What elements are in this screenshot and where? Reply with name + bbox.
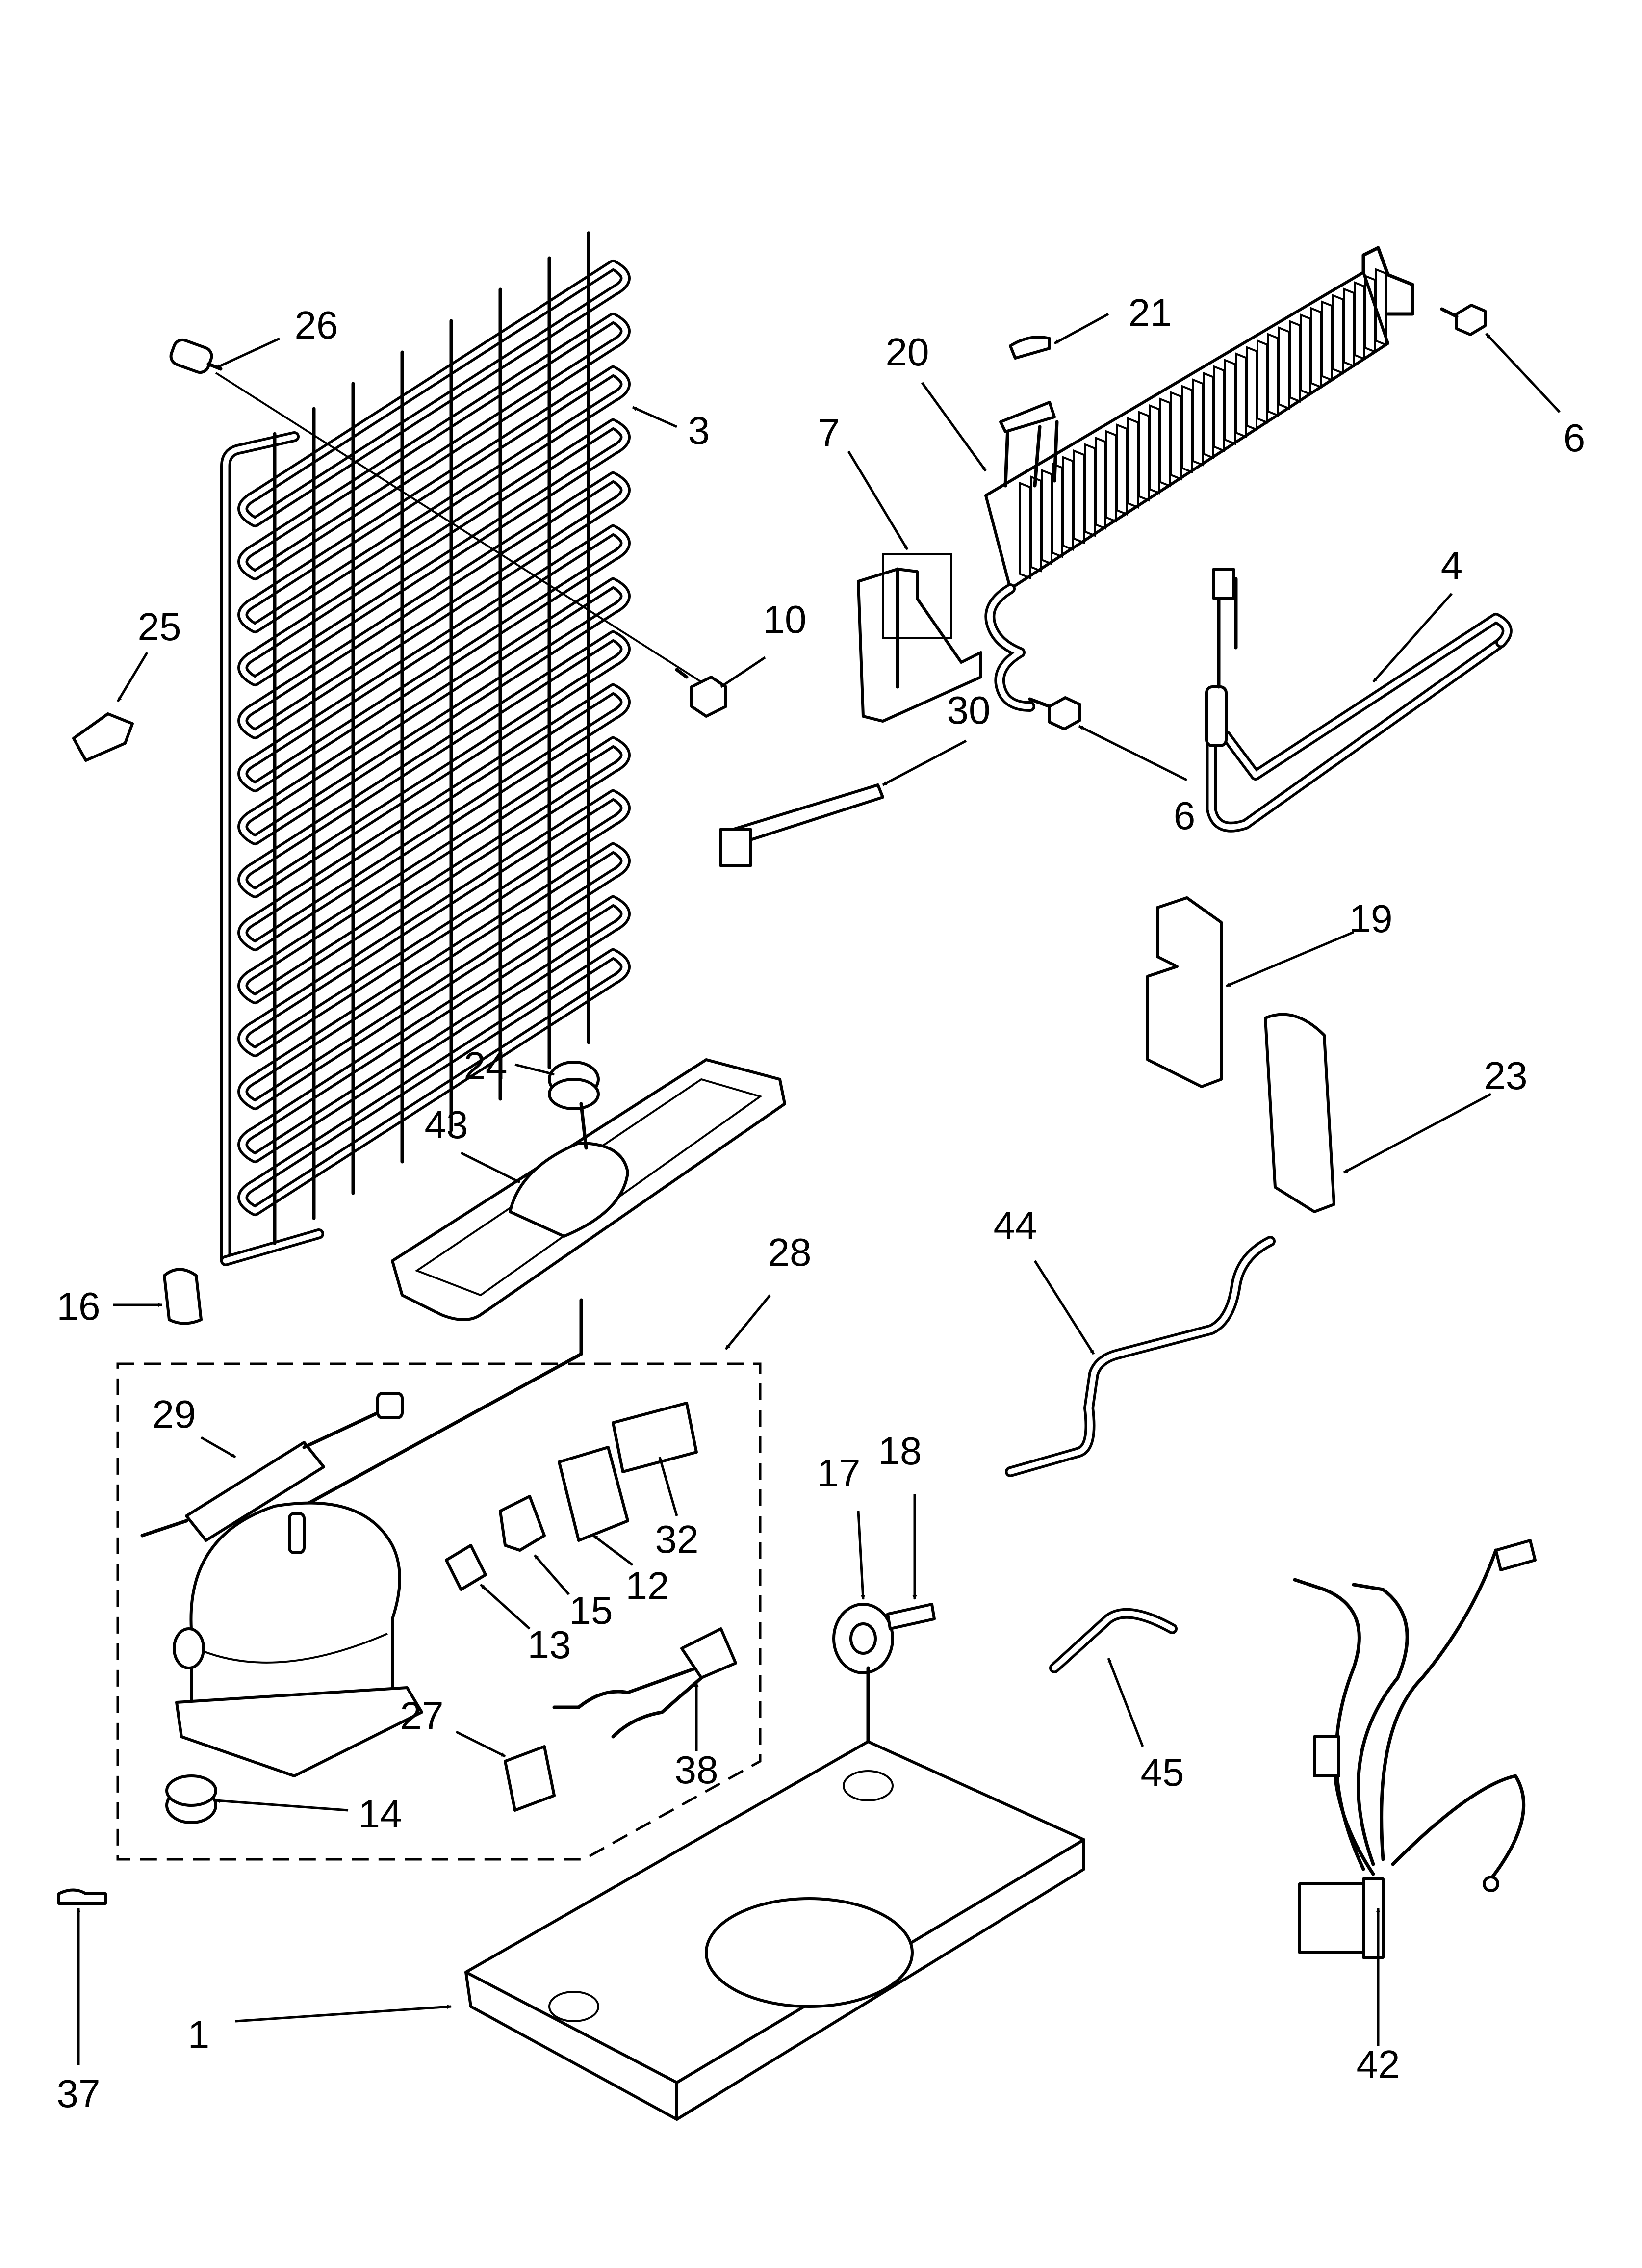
callout-30: 30 bbox=[947, 688, 991, 732]
callout-7: 7 bbox=[818, 411, 840, 455]
callout-4: 4 bbox=[1441, 544, 1463, 587]
wire-harness bbox=[1293, 1539, 1537, 1959]
callout-6a: 6 bbox=[1564, 416, 1586, 460]
callout-6b: 6 bbox=[1174, 794, 1196, 837]
cable-tie bbox=[719, 783, 884, 867]
clip-37 bbox=[57, 1888, 107, 1905]
defrost-heater bbox=[1205, 568, 1513, 833]
callout-16: 16 bbox=[57, 1284, 101, 1328]
screw-26 bbox=[169, 338, 223, 374]
callout-21: 21 bbox=[1129, 291, 1172, 335]
callout-12: 12 bbox=[626, 1564, 669, 1608]
drain-pan bbox=[391, 1058, 786, 1321]
compressor bbox=[173, 1501, 423, 1777]
callout-27: 27 bbox=[400, 1694, 444, 1738]
callout-20: 20 bbox=[886, 330, 929, 374]
condenser-coil bbox=[220, 231, 631, 1266]
base-plate bbox=[464, 1740, 1085, 2121]
callout-23: 23 bbox=[1484, 1054, 1528, 1097]
leader-arrows bbox=[76, 313, 1561, 2065]
callout-45: 45 bbox=[1141, 1750, 1184, 1794]
clip-25 bbox=[72, 712, 134, 762]
foam-block-23 bbox=[1264, 1013, 1335, 1213]
callout-24: 24 bbox=[464, 1044, 508, 1088]
callout-37: 37 bbox=[57, 2072, 101, 2115]
plug-27 bbox=[504, 1745, 556, 1812]
wiring-38 bbox=[552, 1627, 737, 1739]
screw-10 bbox=[675, 668, 727, 718]
callout-3: 3 bbox=[688, 409, 710, 452]
callout-labels: 1 3 4 6 6 7 10 12 13 14 15 16 17 18 19 2… bbox=[57, 291, 1586, 2115]
callout-15: 15 bbox=[569, 1589, 613, 1632]
callout-42: 42 bbox=[1357, 2042, 1400, 2086]
evaporator bbox=[857, 246, 1414, 723]
compressor-kit-boundary bbox=[116, 1362, 762, 1861]
relay-15 bbox=[499, 1495, 546, 1552]
callout-1: 1 bbox=[188, 2013, 210, 2057]
callout-38: 38 bbox=[675, 1748, 718, 1792]
filter-drier bbox=[140, 1392, 404, 1542]
callout-10: 10 bbox=[763, 598, 807, 641]
overload-13 bbox=[445, 1544, 487, 1591]
drain-tube-44 bbox=[1005, 1236, 1276, 1477]
relay-12 bbox=[558, 1446, 629, 1542]
foam-block-19 bbox=[1146, 896, 1223, 1088]
screw-6-top bbox=[1440, 304, 1487, 336]
pin-18 bbox=[886, 1603, 936, 1630]
cover-32 bbox=[612, 1402, 698, 1473]
callout-44: 44 bbox=[994, 1203, 1037, 1247]
grommet-14 bbox=[165, 1774, 217, 1824]
callout-29: 29 bbox=[153, 1392, 196, 1436]
callout-43: 43 bbox=[425, 1103, 468, 1147]
callout-18: 18 bbox=[878, 1429, 922, 1473]
callout-28: 28 bbox=[768, 1230, 812, 1274]
callout-14: 14 bbox=[359, 1792, 402, 1836]
callout-13: 13 bbox=[528, 1623, 571, 1667]
callout-17: 17 bbox=[817, 1451, 861, 1495]
callout-26: 26 bbox=[295, 303, 338, 347]
clip-16 bbox=[163, 1268, 203, 1325]
callout-32: 32 bbox=[655, 1517, 699, 1561]
callout-25: 25 bbox=[138, 605, 181, 649]
callout-19: 19 bbox=[1349, 897, 1393, 940]
fastener-axis-line bbox=[215, 372, 702, 683]
screw-6-bottom bbox=[1028, 696, 1081, 730]
